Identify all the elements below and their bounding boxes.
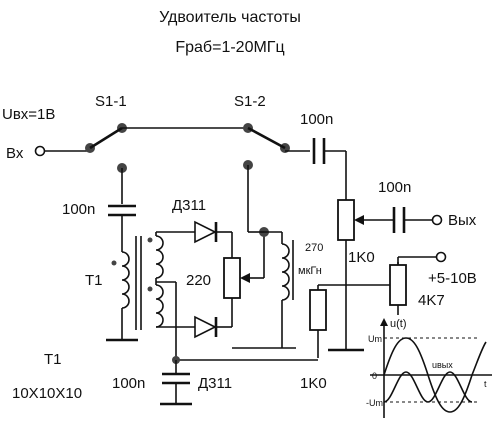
diode-bottom-label: Д311 bbox=[198, 375, 232, 392]
switch-s1-1-label: S1-1 bbox=[95, 93, 127, 110]
input-terminal bbox=[34, 145, 46, 157]
cap-bottom-label: 100n bbox=[112, 375, 145, 392]
resistor-bottom-1k0 bbox=[309, 289, 327, 331]
t1-secondary-upper-coil bbox=[155, 235, 164, 279]
waveform-inset: u(t) Um 0 -Um uвых t bbox=[366, 318, 492, 418]
supply-label: +5-10В bbox=[428, 270, 477, 287]
diode-bottom bbox=[194, 315, 217, 339]
diode-top bbox=[194, 220, 217, 244]
input-label: Вх bbox=[6, 145, 24, 162]
t1-secondary-lower-coil bbox=[155, 284, 164, 328]
t1-spec-title: T1 bbox=[44, 351, 62, 368]
pot-220-label: 220 bbox=[186, 272, 211, 289]
inset-t-label: t bbox=[484, 379, 487, 389]
input-voltage-label: Uвх=1В bbox=[2, 106, 55, 123]
inductor-unit-label: мкГн bbox=[298, 265, 322, 277]
inset-output-wave bbox=[383, 371, 473, 403]
inset-uout-label: uвых bbox=[432, 360, 453, 370]
t1-secondary-dot-upper bbox=[147, 237, 153, 243]
inductor-270uh bbox=[281, 243, 290, 301]
inset-y-arrow bbox=[380, 318, 388, 326]
pot-wiper-arrow bbox=[354, 215, 364, 225]
title-line2: Fраб=1-20МГц bbox=[175, 39, 284, 56]
pot-1k0-label: 1K0 bbox=[348, 249, 375, 266]
inset-neg-um-label: -Um bbox=[366, 398, 383, 408]
cap-out-label: 100n bbox=[378, 179, 411, 196]
cap-left-label: 100n bbox=[62, 201, 95, 218]
t1-label: T1 bbox=[85, 272, 103, 289]
pot-220-wiper-arrow bbox=[240, 273, 250, 283]
inset-zero-label: 0 bbox=[372, 371, 377, 381]
s1-2-lever bbox=[247, 126, 286, 150]
supply-terminal bbox=[435, 251, 447, 263]
t1-spec-core: 10X10X10 bbox=[12, 385, 82, 402]
s1-1-lever bbox=[89, 126, 123, 150]
title-line1: Удвоитель частоты bbox=[159, 9, 301, 26]
t1-primary-coil bbox=[121, 251, 130, 309]
inset-input-wave bbox=[383, 337, 487, 413]
diode-top-label: Д311 bbox=[172, 197, 206, 214]
t1-secondary-dot-lower bbox=[147, 286, 153, 292]
t1-primary-dot bbox=[111, 260, 117, 266]
inset-u-label: u(t) bbox=[390, 318, 407, 330]
output-label: Вых bbox=[448, 212, 477, 229]
cap-top-label: 100n bbox=[300, 111, 333, 128]
output-terminal bbox=[431, 214, 443, 226]
resistor-bottom-label: 1K0 bbox=[300, 375, 327, 392]
switch-s1-2-label: S1-2 bbox=[234, 93, 266, 110]
pot-220 bbox=[223, 257, 241, 299]
resistor-4k7 bbox=[389, 264, 407, 306]
inductor-value-label: 270 bbox=[305, 242, 323, 254]
resistor-4k7-label: 4K7 bbox=[418, 292, 445, 309]
inset-um-label: Um bbox=[368, 334, 382, 344]
pot-1k0 bbox=[337, 199, 355, 241]
